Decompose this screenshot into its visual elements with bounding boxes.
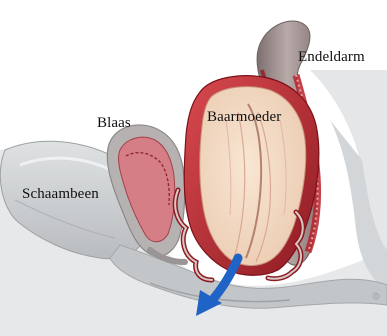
label-rectum: Endeldarm [298, 49, 365, 66]
label-uterus: Baarmoeder [207, 109, 281, 126]
label-pubic-bone: Schaambeen [22, 186, 99, 203]
label-bladder: Blaas [97, 115, 131, 132]
svg-text:@: @ [371, 292, 380, 300]
